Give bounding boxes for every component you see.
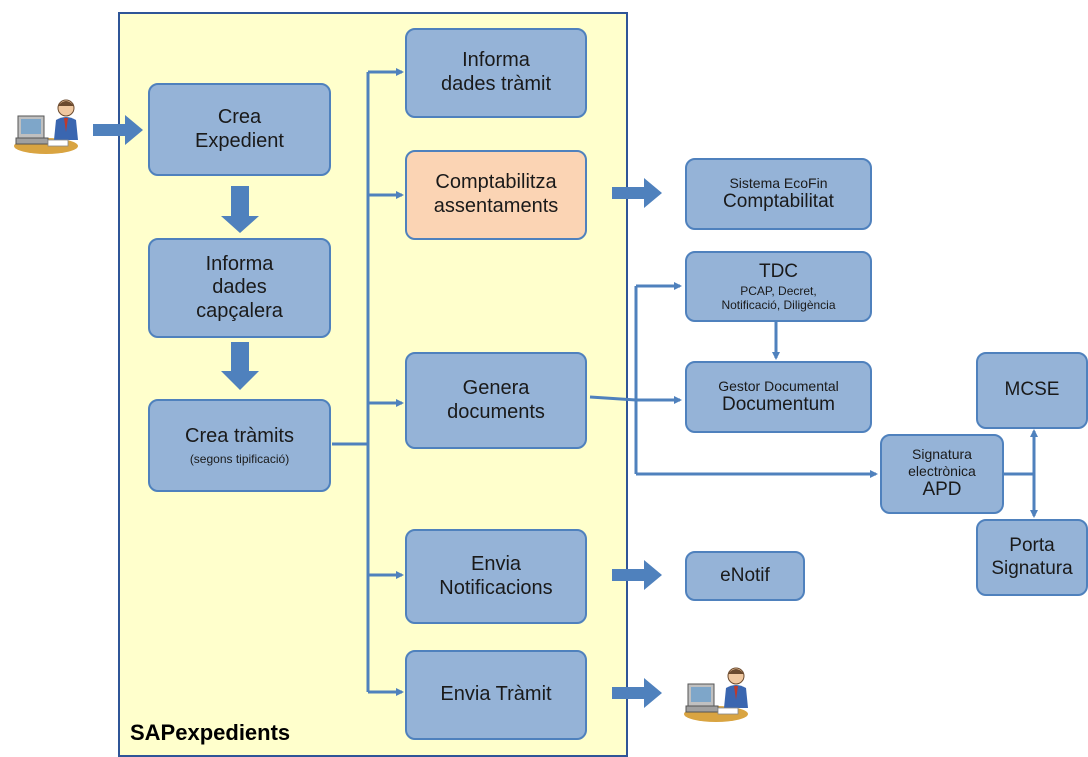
node-text: Porta (1009, 535, 1055, 557)
node-signatura-electronica: Signatura electrònica APD (880, 434, 1004, 514)
node-porta-signatura: Porta Signatura (976, 519, 1088, 596)
node-informa-tramit: Informa dades tràmit (405, 28, 587, 118)
node-text: TDC (758, 261, 799, 283)
node-text: Notificacions (439, 576, 553, 599)
node-informa-capcalera: Informa dades capçalera (148, 238, 331, 338)
node-text: Informa (205, 252, 274, 275)
node-text: dades (212, 276, 267, 299)
container-label: SAPexpedients (130, 720, 291, 745)
node-text: Envia Tràmit (440, 683, 552, 706)
node-gestor-documental: Gestor Documental Documentum (685, 361, 872, 433)
node-text: dades tràmit (440, 73, 552, 95)
node-text: Expedient (195, 129, 284, 152)
node-text: Crea (217, 105, 262, 128)
node-subtext: Gestor Documental (718, 377, 839, 394)
node-tdc: TDC PCAP, Decret, Notificació, Diligènci… (685, 251, 872, 322)
node-genera-documents: Genera documents (405, 352, 587, 449)
node-text: Documentum (722, 394, 835, 416)
node-text: Genera (462, 376, 530, 399)
node-subtext: Notificació, Diligència (721, 297, 836, 312)
node-subtext: Sistema EcoFin (729, 174, 828, 191)
node-ecofin: Sistema EcoFin Comptabilitat (685, 158, 872, 230)
node-text: Comptabilitat (723, 191, 834, 213)
node-subtext: (segons tipificació) (189, 452, 290, 467)
node-envia-notificacions: Envia Notificacions (405, 529, 587, 624)
node-text: Comptabilitza (435, 171, 557, 194)
computer-user-icon (14, 99, 78, 154)
node-text: MCSE (1004, 379, 1060, 401)
computer-user-icon (684, 667, 748, 722)
node-subtext: Signatura (912, 446, 972, 463)
block-arrow-to-ecofin (612, 178, 662, 208)
node-text: assentaments (433, 195, 559, 217)
node-enotif: eNotif (685, 551, 805, 601)
node-mcse: MCSE (976, 352, 1088, 429)
node-text: documents (447, 400, 545, 423)
block-arrow-to-enotif (612, 560, 662, 590)
node-subtext: PCAP, Decret, (740, 283, 817, 298)
node-text: eNotif (720, 564, 770, 586)
node-text: Informa (462, 49, 530, 72)
block-arrow-expedient-to-capcalera (221, 186, 259, 233)
node-text: capçalera (196, 299, 283, 322)
block-arrow-user-to-expedient (93, 115, 143, 145)
node-envia-tramit: Envia Tràmit (405, 650, 587, 740)
block-arrow-capcalera-to-tramits (221, 342, 259, 390)
node-text: Crea tràmits (185, 424, 294, 447)
node-subtext: electrònica (908, 462, 976, 479)
node-crea-tramits: Crea tràmits (segons tipificació) (148, 399, 331, 492)
node-text: Signatura (991, 557, 1073, 579)
block-arrow-to-user (612, 678, 662, 708)
node-crea-expedient: Crea Expedient (148, 83, 331, 176)
node-text: APD (922, 479, 962, 501)
node-comptabilitza: Comptabilitza assentaments (405, 150, 587, 240)
node-text: Envia (470, 552, 522, 575)
